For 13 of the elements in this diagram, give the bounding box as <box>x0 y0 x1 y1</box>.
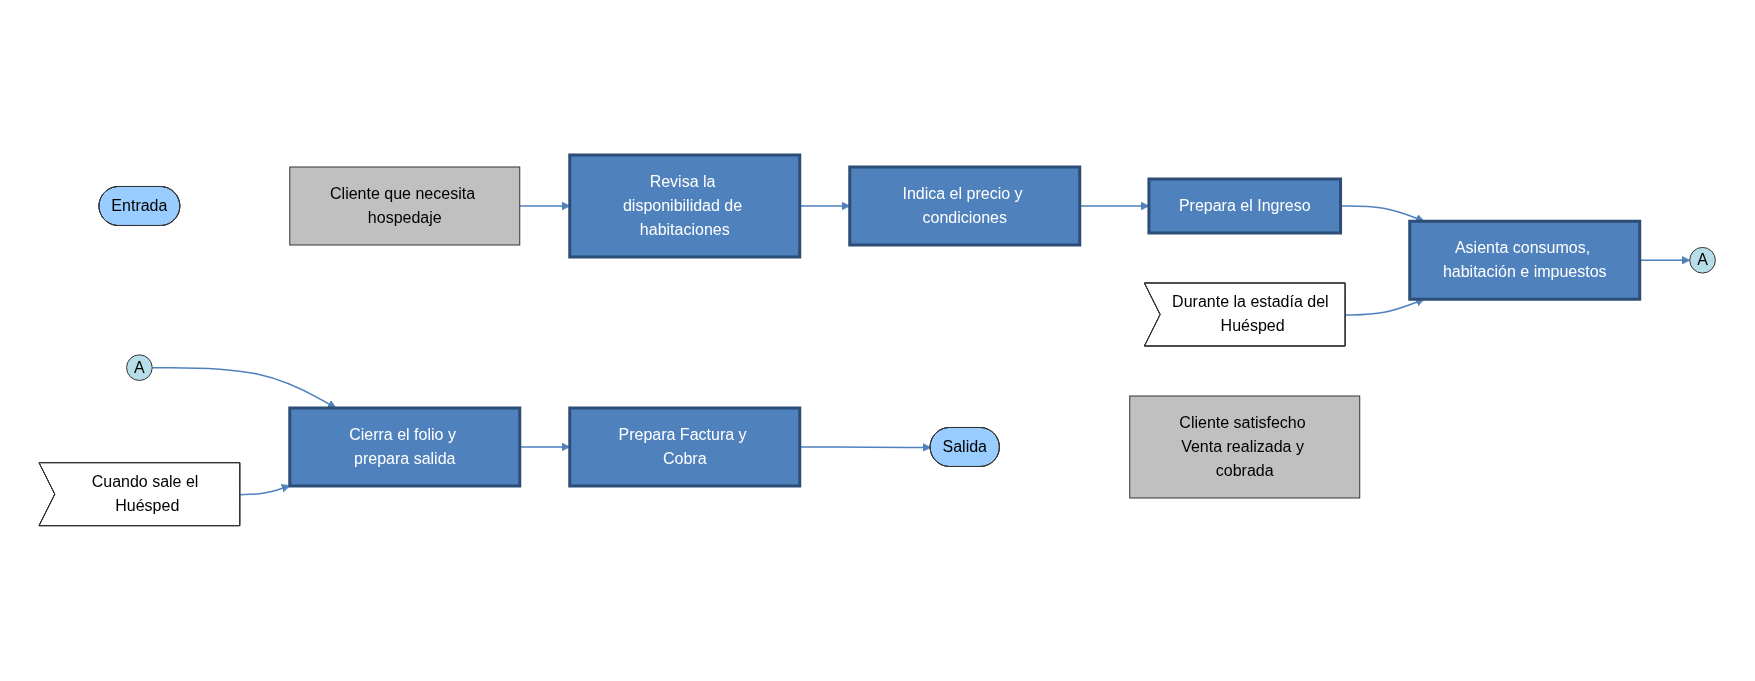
node-box: Indica el precio y condiciones <box>848 165 1082 247</box>
arrow <box>239 484 291 496</box>
node-box: Revisa la disponibilidad de habitaciones <box>568 153 802 259</box>
node-box: Prepara Factura y Cobra <box>568 406 802 488</box>
arrow <box>519 201 571 211</box>
arrow <box>151 367 337 409</box>
node-box: Cliente satisfecho Venta realizada y cobrada <box>1129 395 1361 499</box>
node-box: Cierra el folio y prepara salida <box>288 406 522 488</box>
node-box: Prepara el Ingreso <box>1147 177 1343 235</box>
node-box: Cliente que necesita hospedaje <box>289 166 521 246</box>
node-circle: A <box>1689 247 1717 274</box>
node-box: Asienta consumos, habitación e impuestos <box>1408 219 1642 301</box>
node-circle: A <box>126 354 153 382</box>
